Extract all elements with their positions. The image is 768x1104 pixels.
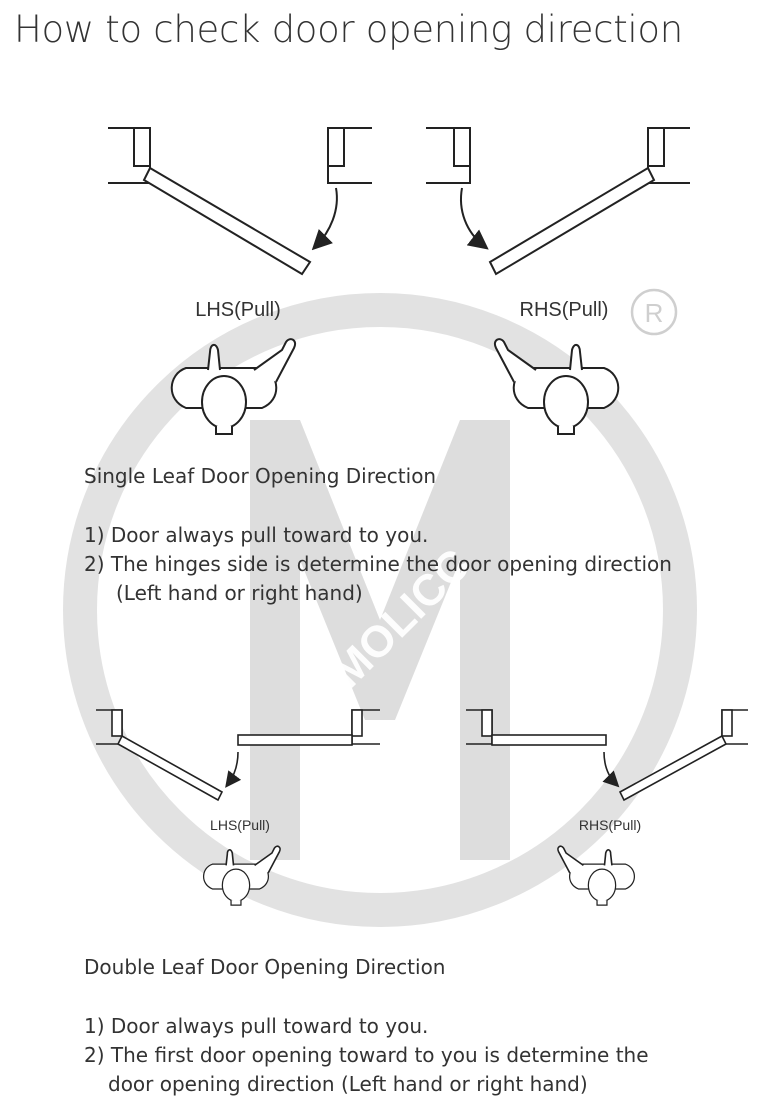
single-rhs-door — [426, 127, 690, 276]
svg-text:R: R — [645, 298, 664, 328]
watermark-logo: MOLICC R — [63, 288, 697, 927]
double-leaf-note-3: door opening direction (Left hand or rig… — [108, 1072, 588, 1096]
double-rhs-person — [557, 845, 636, 906]
single-lhs-label: LHS(Pull) — [195, 299, 281, 321]
page-title: How to check door opening direction — [14, 8, 683, 51]
single-rhs-person — [494, 338, 620, 435]
single-leaf-note-3: (Left hand or right hand) — [116, 581, 363, 605]
single-lhs-person — [170, 338, 296, 435]
double-leaf-note-1: 1) Door always pull toward to you. — [84, 1014, 429, 1038]
double-rhs-label: RHS(Pull) — [579, 817, 641, 833]
double-rhs-door — [466, 709, 748, 802]
single-leaf-note-1: 1) Door always pull toward to you. — [84, 523, 429, 547]
double-leaf-note-2: 2) The first door opening toward to you … — [84, 1043, 649, 1067]
double-leaf-heading: Double Leaf Door Opening Direction — [84, 955, 446, 979]
single-leaf-note-2: 2) The hinges side is determine the door… — [84, 552, 672, 576]
double-lhs-person — [202, 845, 281, 906]
single-rhs-label: RHS(Pull) — [520, 299, 609, 321]
single-lhs-door — [108, 127, 372, 276]
double-lhs-door — [96, 709, 380, 802]
single-leaf-heading: Single Leaf Door Opening Direction — [84, 464, 437, 488]
double-lhs-label: LHS(Pull) — [210, 817, 270, 833]
